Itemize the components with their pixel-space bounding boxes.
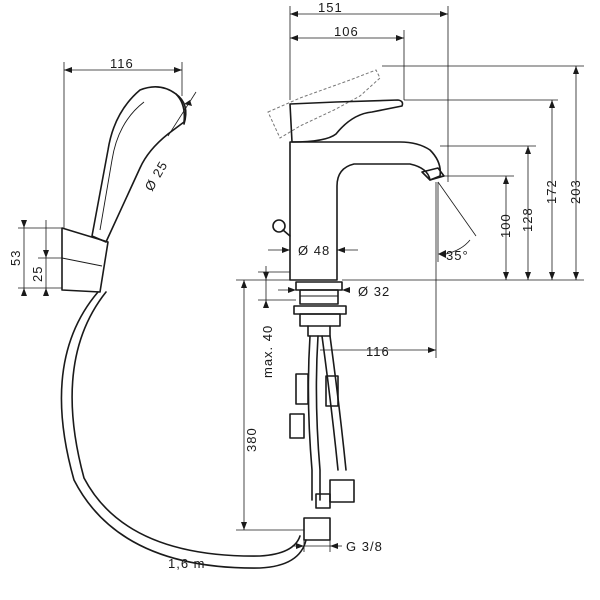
wall-holder	[61, 227, 109, 293]
label-116-top: 116	[110, 56, 134, 71]
label-d48: Ø 48	[298, 243, 330, 258]
fixing-washer	[299, 313, 341, 327]
wall-holder-line	[61, 257, 103, 267]
popup-rod	[282, 229, 291, 237]
shower-hose-outer	[60, 291, 307, 569]
supply-clip-right	[325, 375, 339, 407]
hand-shower-body	[91, 86, 186, 243]
supply-hoses	[289, 335, 355, 541]
label-d25: Ø 25	[142, 158, 171, 193]
supply-hose-right-a	[321, 335, 339, 471]
hand-shower	[60, 86, 307, 569]
mounting-thread	[295, 281, 343, 291]
label-203: 203	[568, 179, 583, 204]
connector-nut-left	[303, 517, 331, 541]
lock-nut	[293, 305, 347, 315]
supply-hose-right-b	[329, 335, 347, 471]
fixing-stud	[307, 325, 331, 337]
supply-hose-left-a	[307, 335, 313, 501]
label-380: 380	[244, 427, 259, 452]
supply-sleeve-left	[289, 413, 305, 439]
dimension-lines	[18, 6, 584, 552]
hand-shower-head	[175, 93, 187, 125]
label-d32: Ø 32	[358, 284, 390, 299]
faucet-body	[267, 69, 445, 337]
label-25: 25	[30, 266, 45, 282]
shower-hose-inner	[71, 291, 301, 557]
label-106: 106	[334, 24, 359, 39]
label-172: 172	[544, 179, 559, 204]
popup-knob	[272, 219, 286, 233]
label-100: 100	[498, 213, 513, 238]
connector-hex-right	[315, 493, 331, 509]
label-hose-length: 1,6 m	[168, 556, 206, 571]
connector-nut-right	[329, 479, 355, 503]
label-max40: max. 40	[260, 325, 275, 378]
label-thread: G 3/8	[346, 539, 383, 554]
mounting-shank	[299, 289, 339, 305]
tap-body	[289, 141, 442, 281]
label-35deg: 35°	[446, 248, 469, 263]
label-53: 53	[8, 250, 23, 266]
supply-hose-left-b	[315, 335, 321, 501]
lever-raised-outline	[267, 69, 381, 139]
label-151: 151	[318, 0, 343, 15]
supply-clip-left	[295, 373, 309, 405]
handle-lever	[289, 99, 404, 143]
label-116-mid: 116	[366, 344, 390, 359]
hand-shower-edge	[99, 101, 145, 231]
label-128: 128	[520, 207, 535, 232]
